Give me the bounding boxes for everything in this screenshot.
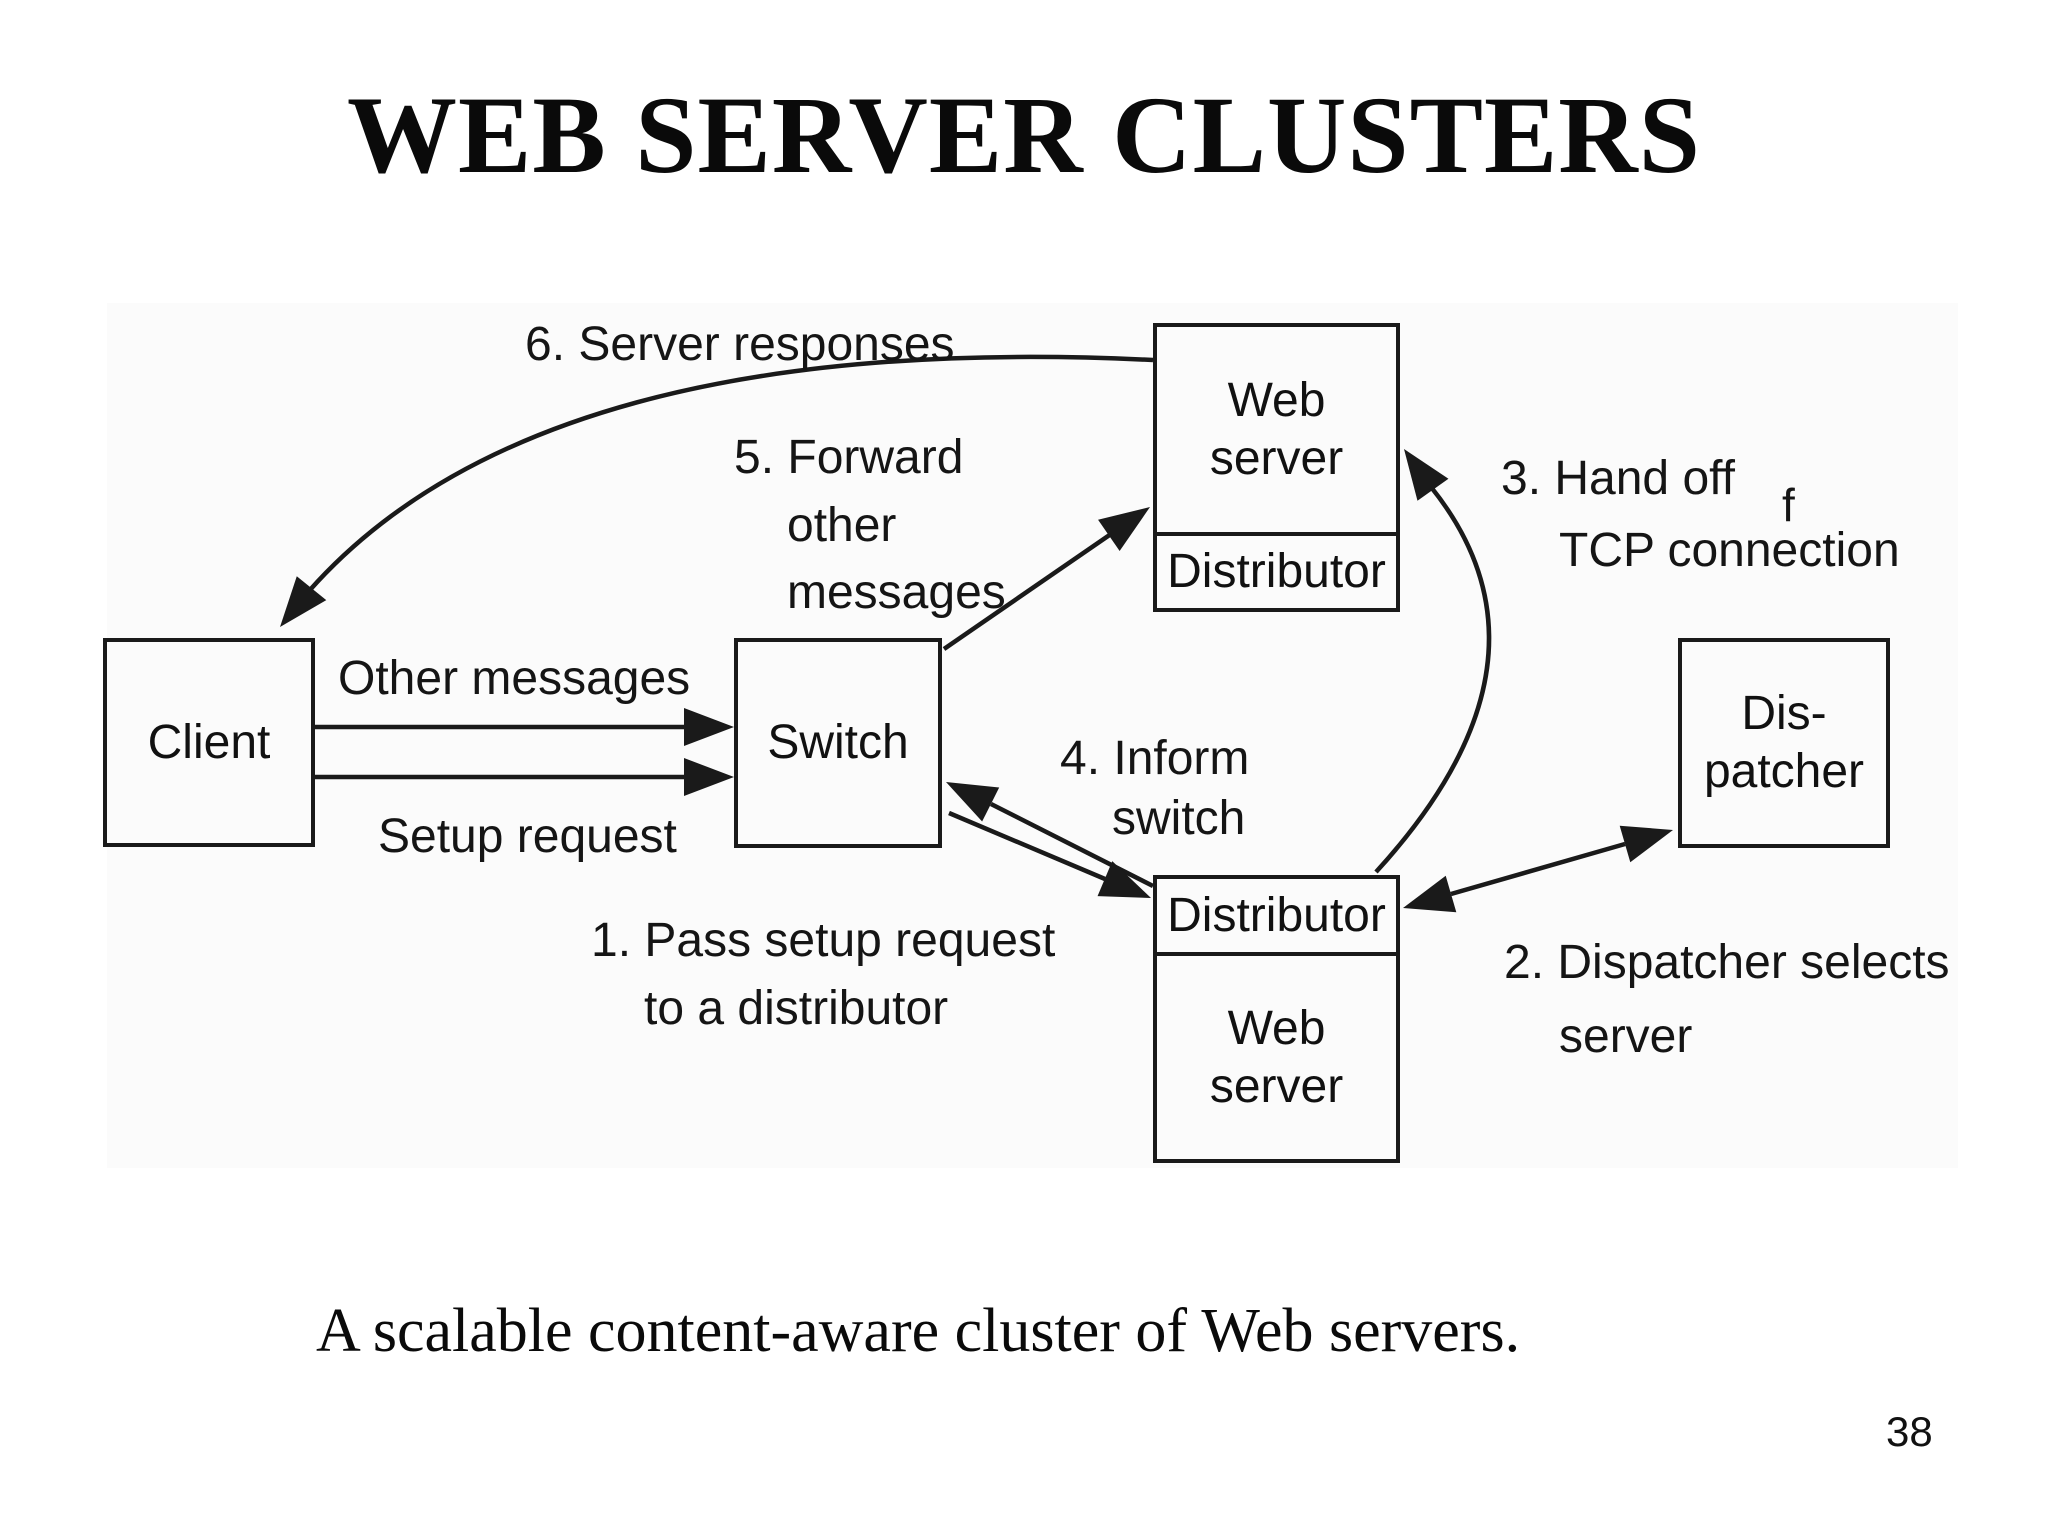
label-step5-line3: messages: [787, 566, 1006, 619]
label-step5-line2: other: [787, 499, 897, 552]
web-server-top-distributor-label: Distributor: [1167, 545, 1386, 598]
label-step1-line2: to a distributor: [644, 982, 949, 1035]
web-server-bottom-divider: [1157, 952, 1396, 956]
web-server-bottom-distributor-area: Distributor: [1157, 879, 1396, 952]
web-server-top-distributor-area: Distributor: [1157, 536, 1396, 608]
label-setup-request: Setup request: [378, 810, 677, 863]
web-server-top-box: Web server Distributor: [1153, 323, 1400, 612]
client-label: Client: [147, 715, 271, 769]
label-step4-line2: switch: [1112, 792, 1246, 845]
dispatcher-box: Dis- patcher: [1678, 638, 1890, 848]
page-number: 38: [1886, 1408, 1933, 1455]
label-step3-line2: TCP connection: [1559, 524, 1900, 577]
label-step6: 6. Server responses: [525, 318, 955, 371]
web-server-bottom-label-area: Web server: [1157, 956, 1396, 1159]
dispatcher-label: Dis- patcher: [1703, 687, 1865, 798]
label-step2-line1: 2. Dispatcher selects: [1504, 936, 1950, 989]
web-server-bottom-distributor-label: Distributor: [1167, 888, 1386, 942]
client-box: Client: [103, 638, 315, 847]
label-other-messages: Other messages: [338, 652, 691, 705]
switch-box: Switch: [734, 638, 942, 848]
label-step4-line1: 4. Inform: [1060, 732, 1250, 785]
stray-f-glyph: f: [1782, 479, 1795, 531]
label-step1-line1: 1. Pass setup request: [591, 914, 1056, 967]
switch-label: Switch: [767, 716, 909, 769]
slide-title: WEB SERVER CLUSTERS: [347, 74, 1701, 196]
web-server-top-label: Web server: [1209, 373, 1344, 485]
web-server-top-label-area: Web server: [1157, 327, 1396, 532]
label-step5-line1: 5. Forward: [734, 431, 964, 484]
figure-caption: A scalable content-aware cluster of Web …: [316, 1297, 1521, 1365]
label-step2-line2: server: [1559, 1010, 1693, 1063]
web-server-top-divider: [1157, 532, 1396, 536]
web-server-bottom-box: Distributor Web server: [1153, 875, 1400, 1163]
label-step3-line1: 3. Hand off: [1501, 452, 1735, 505]
web-server-bottom-label: Web server: [1209, 1001, 1344, 1113]
